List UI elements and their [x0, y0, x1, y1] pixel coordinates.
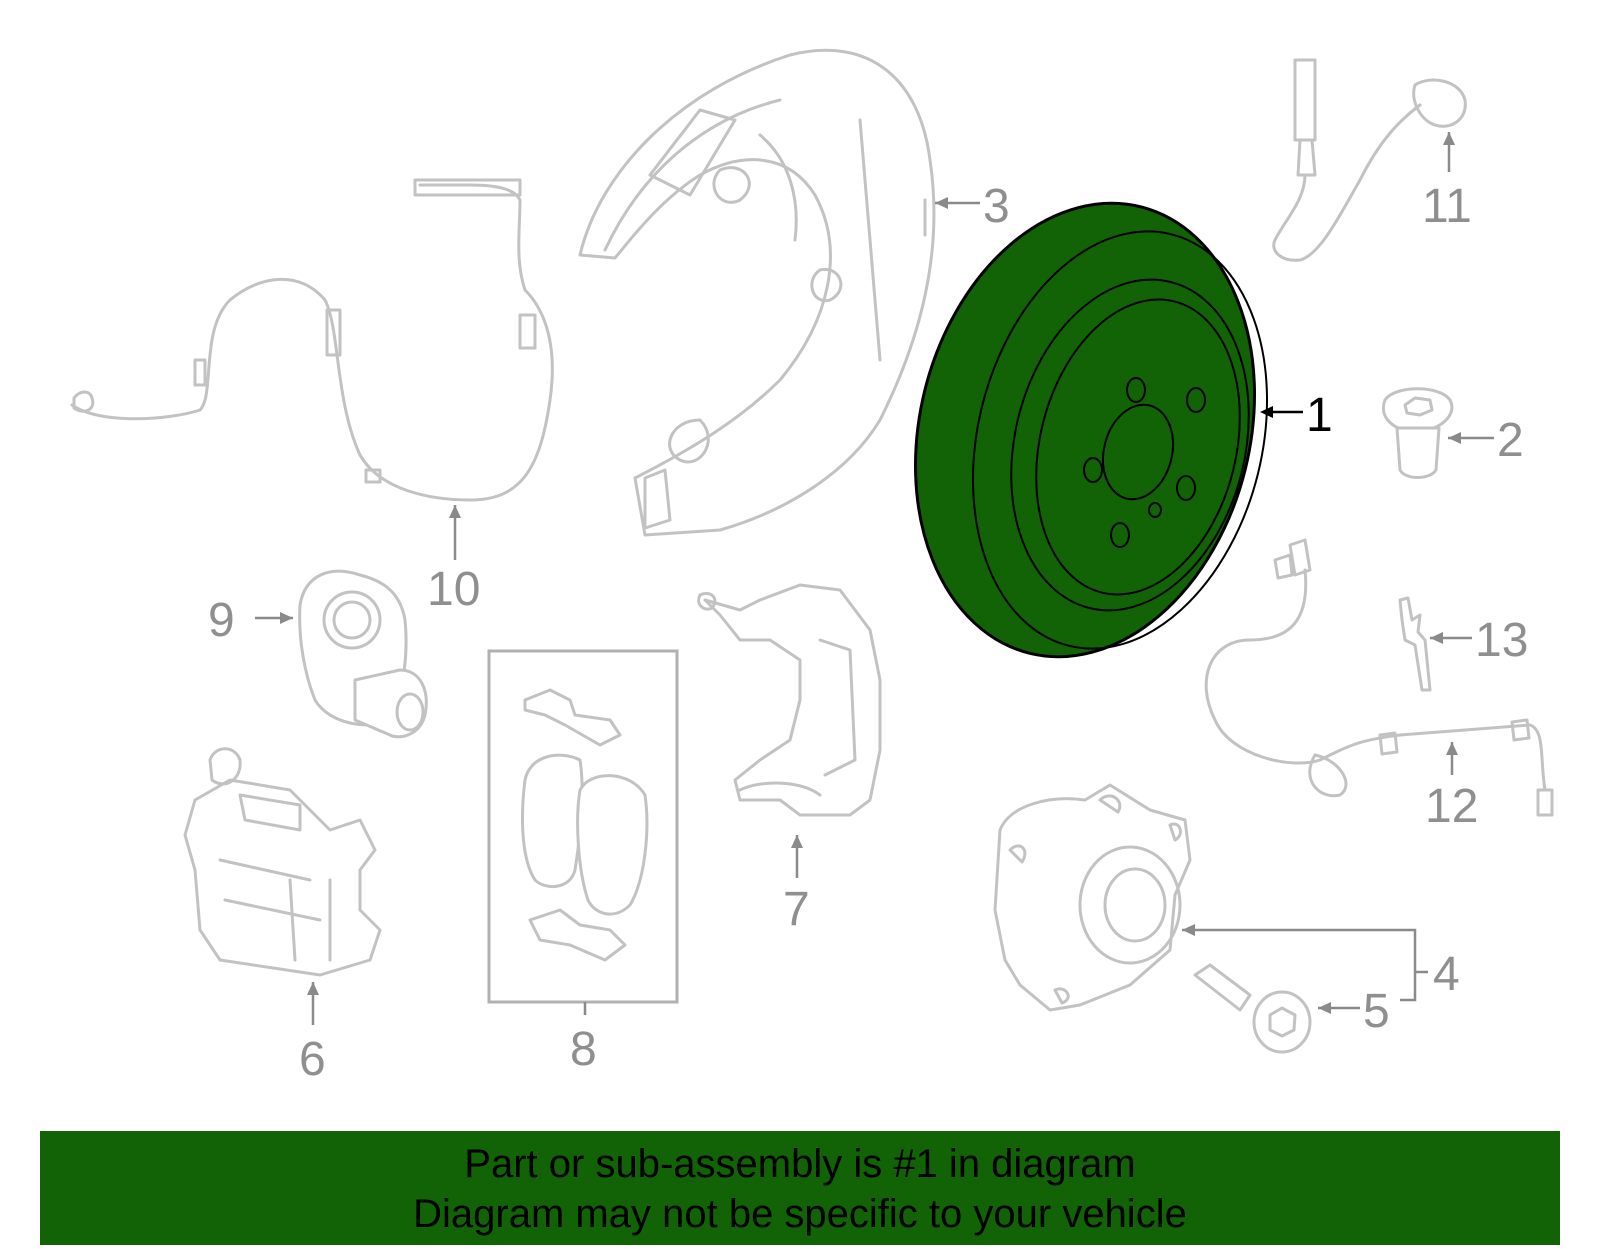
callout-6: 6 — [299, 982, 326, 1086]
svg-text:6: 6 — [299, 1033, 326, 1086]
callout-4: 4 — [1182, 924, 1460, 1002]
part-12-speed-sensor[interactable] — [1204, 538, 1554, 817]
part-8-brake-pad-kit[interactable] — [487, 649, 679, 1004]
svg-text:9: 9 — [208, 594, 235, 647]
part-4-wheel-hub[interactable] — [993, 783, 1192, 1012]
svg-text:5: 5 — [1363, 985, 1390, 1038]
part-7-caliper-carrier[interactable] — [697, 583, 882, 817]
part-2-bolt[interactable] — [1382, 387, 1454, 479]
callout-10: 10 — [427, 505, 480, 616]
callout-11: 11 — [1422, 132, 1472, 233]
callout-9: 9 — [208, 594, 293, 647]
callout-7: 7 — [783, 835, 810, 936]
callout-13: 13 — [1430, 614, 1528, 667]
part-1-brake-rotor[interactable] — [869, 167, 1309, 693]
svg-text:1: 1 — [1306, 389, 1333, 442]
svg-text:12: 12 — [1425, 780, 1478, 833]
svg-text:11: 11 — [1422, 180, 1472, 233]
callout-12: 12 — [1425, 742, 1478, 833]
svg-text:3: 3 — [983, 180, 1010, 233]
parts-diagram: 3 10 11 1 — [70, 48, 1554, 1086]
part-10-speed-sensor-wire[interactable] — [70, 178, 554, 502]
svg-text:13: 13 — [1475, 614, 1528, 667]
svg-text:2: 2 — [1497, 414, 1524, 467]
part-5-wheel-bolt[interactable] — [1193, 963, 1312, 1054]
callout-8: 8 — [570, 1002, 597, 1076]
info-banner: Part or sub-assembly is #1 in diagram Di… — [40, 1131, 1560, 1245]
callout-2: 2 — [1448, 414, 1524, 467]
svg-text:4: 4 — [1433, 948, 1460, 1001]
callout-5: 5 — [1318, 985, 1390, 1038]
callout-3: 3 — [935, 180, 1010, 233]
svg-text:7: 7 — [783, 883, 810, 936]
callout-1: 1 — [1260, 389, 1333, 442]
svg-text:8: 8 — [570, 1023, 597, 1076]
banner-line-1: Part or sub-assembly is #1 in diagram — [464, 1142, 1136, 1186]
part-11-wear-sensor[interactable] — [1272, 58, 1467, 262]
part-13-clip[interactable] — [1398, 596, 1432, 692]
banner-line-2: Diagram may not be specific to your vehi… — [413, 1192, 1187, 1236]
svg-text:10: 10 — [427, 563, 480, 616]
part-9-actuator-motor[interactable] — [298, 569, 428, 739]
part-3-dust-shield[interactable] — [578, 48, 936, 537]
part-6-caliper[interactable] — [183, 747, 382, 977]
